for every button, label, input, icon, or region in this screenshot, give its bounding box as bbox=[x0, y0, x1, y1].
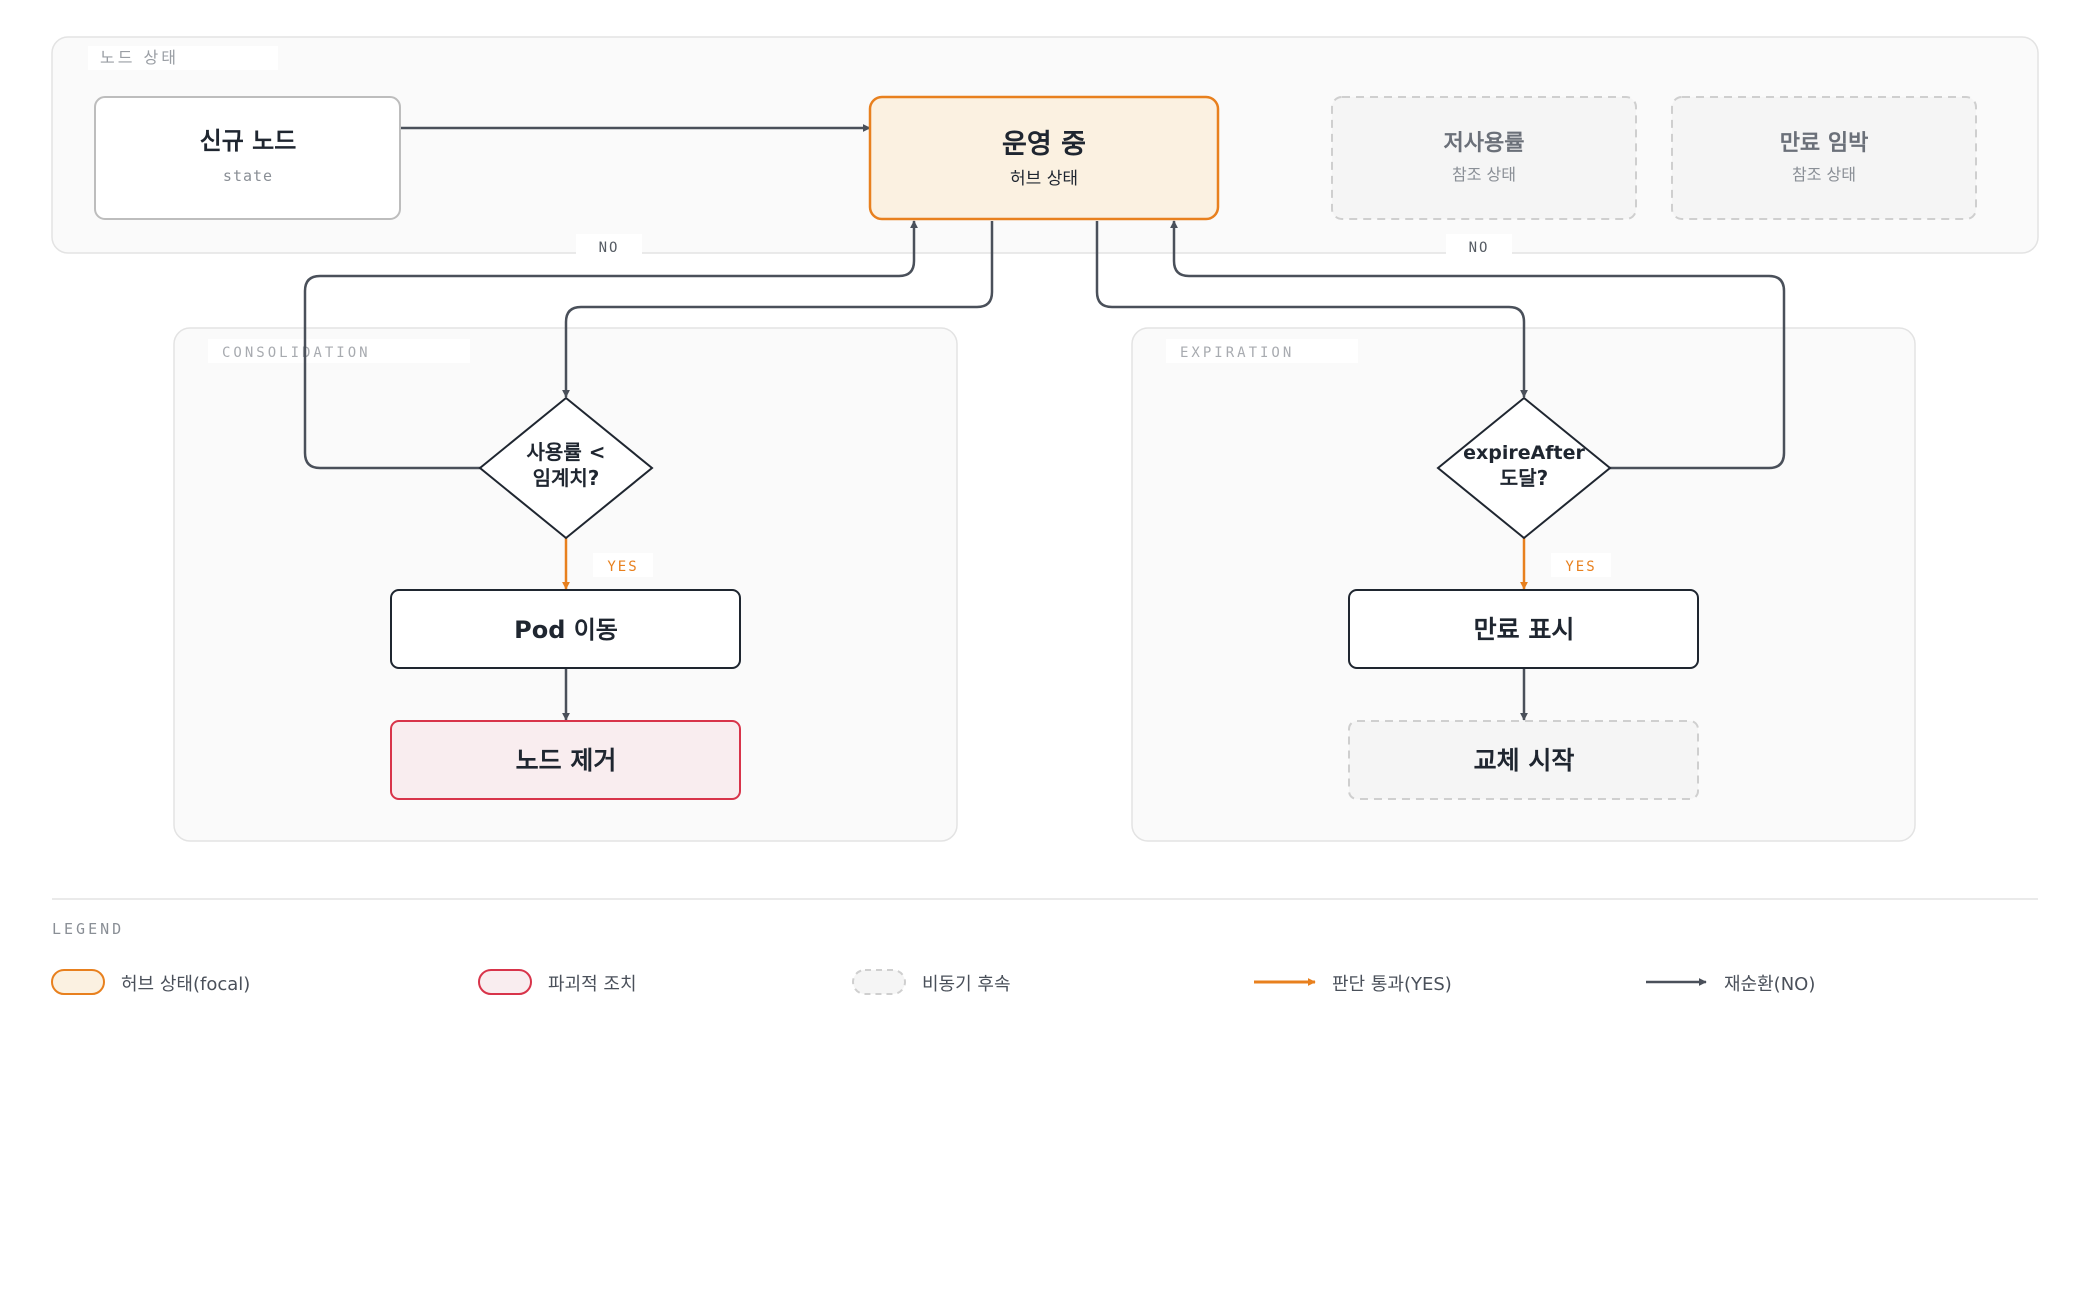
decision-expire-check[interactable]: expireAfter 도달? bbox=[1436, 396, 1612, 540]
node-start-replace[interactable]: 교체 시작 bbox=[1348, 720, 1699, 800]
legend-item-focal: 허브 상태(focal) bbox=[51, 969, 250, 995]
node-pod-move[interactable]: Pod 이동 bbox=[390, 589, 741, 669]
legend-item-async: 비동기 후속 bbox=[852, 969, 1011, 995]
edge-utilization-no-to-running bbox=[303, 220, 918, 470]
svg-text:YES: YES bbox=[1565, 559, 1596, 575]
node-node-remove-title: 노드 제거 bbox=[516, 746, 617, 775]
decision-utilization-check[interactable]: 사용률 < 임계치? bbox=[478, 396, 654, 540]
legend-label-no: 재순환(NO) bbox=[1724, 974, 1815, 995]
node-new-node-title: 신규 노드 bbox=[200, 127, 297, 155]
edge-label-yes-left: YES bbox=[593, 553, 653, 577]
edges bbox=[303, 124, 1786, 721]
edge-label-no-left: NO bbox=[576, 234, 642, 258]
edge-label-yes-right: YES bbox=[1551, 553, 1611, 577]
edge-running-to-expire-check bbox=[1095, 221, 1528, 398]
legend-item-destructive: 파괴적 조치 bbox=[478, 969, 637, 995]
node-underutilized-title: 저사용률 bbox=[1444, 131, 1525, 156]
node-start-replace-title: 교체 시작 bbox=[1474, 746, 1575, 775]
decision-utilization-line2: 임계치? bbox=[533, 466, 600, 490]
node-mark-expired-title: 만료 표시 bbox=[1474, 615, 1575, 644]
legend-label-focal: 허브 상태(focal) bbox=[121, 974, 250, 995]
node-expiring[interactable]: 만료 임박 참조 상태 bbox=[1671, 96, 1977, 220]
legend-item-no: 재순환(NO) bbox=[1646, 974, 1815, 995]
node-node-remove[interactable]: 노드 제거 bbox=[390, 720, 741, 800]
legend: LEGEND 허브 상태(focal) 파괴적 조치 비동기 후속 판단 통과(… bbox=[51, 898, 2038, 995]
edge-running-to-utilization-check bbox=[562, 221, 994, 398]
node-mark-expired[interactable]: 만료 표시 bbox=[1348, 589, 1699, 669]
svg-text:NO: NO bbox=[1469, 240, 1490, 256]
node-underutilized[interactable]: 저사용률 참조 상태 bbox=[1331, 96, 1637, 220]
svg-text:YES: YES bbox=[607, 559, 638, 575]
decision-expire-line2: 도달? bbox=[1500, 466, 1548, 490]
legend-title: LEGEND bbox=[52, 920, 124, 938]
legend-item-yes: 판단 통과(YES) bbox=[1254, 974, 1452, 995]
node-running-subtitle: 허브 상태 bbox=[1010, 169, 1078, 189]
edge-expire-no-to-running bbox=[1170, 220, 1786, 470]
legend-label-yes: 판단 통과(YES) bbox=[1332, 974, 1452, 995]
legend-swatch-focal bbox=[51, 969, 105, 995]
legend-label-async: 비동기 후속 bbox=[922, 974, 1011, 995]
legend-label-destructive: 파괴적 조치 bbox=[548, 974, 637, 995]
decision-utilization-line1: 사용률 < bbox=[527, 440, 606, 464]
node-running-title: 운영 중 bbox=[1002, 129, 1086, 160]
group-label-node-state: 노드 상태 bbox=[100, 48, 179, 67]
node-running[interactable]: 운영 중 허브 상태 bbox=[868, 95, 1220, 221]
legend-swatch-destructive bbox=[478, 969, 532, 995]
svg-text:NO: NO bbox=[599, 240, 620, 256]
node-underutilized-subtitle: 참조 상태 bbox=[1452, 165, 1516, 184]
node-pod-move-title: Pod 이동 bbox=[514, 616, 618, 644]
edge-label-no-right: NO bbox=[1446, 234, 1512, 258]
node-expiring-title: 만료 임박 bbox=[1780, 131, 1869, 156]
decision-expire-line1: expireAfter bbox=[1463, 442, 1585, 464]
group-label-expiration: EXPIRATION bbox=[1180, 345, 1294, 361]
node-expiring-subtitle: 참조 상태 bbox=[1792, 165, 1856, 184]
node-new-node[interactable]: 신규 노드 state bbox=[94, 96, 401, 220]
node-new-node-subtitle: state bbox=[223, 167, 273, 185]
legend-swatch-async bbox=[852, 969, 906, 995]
group-label-consolidation: CONSOLIDATION bbox=[222, 345, 371, 361]
